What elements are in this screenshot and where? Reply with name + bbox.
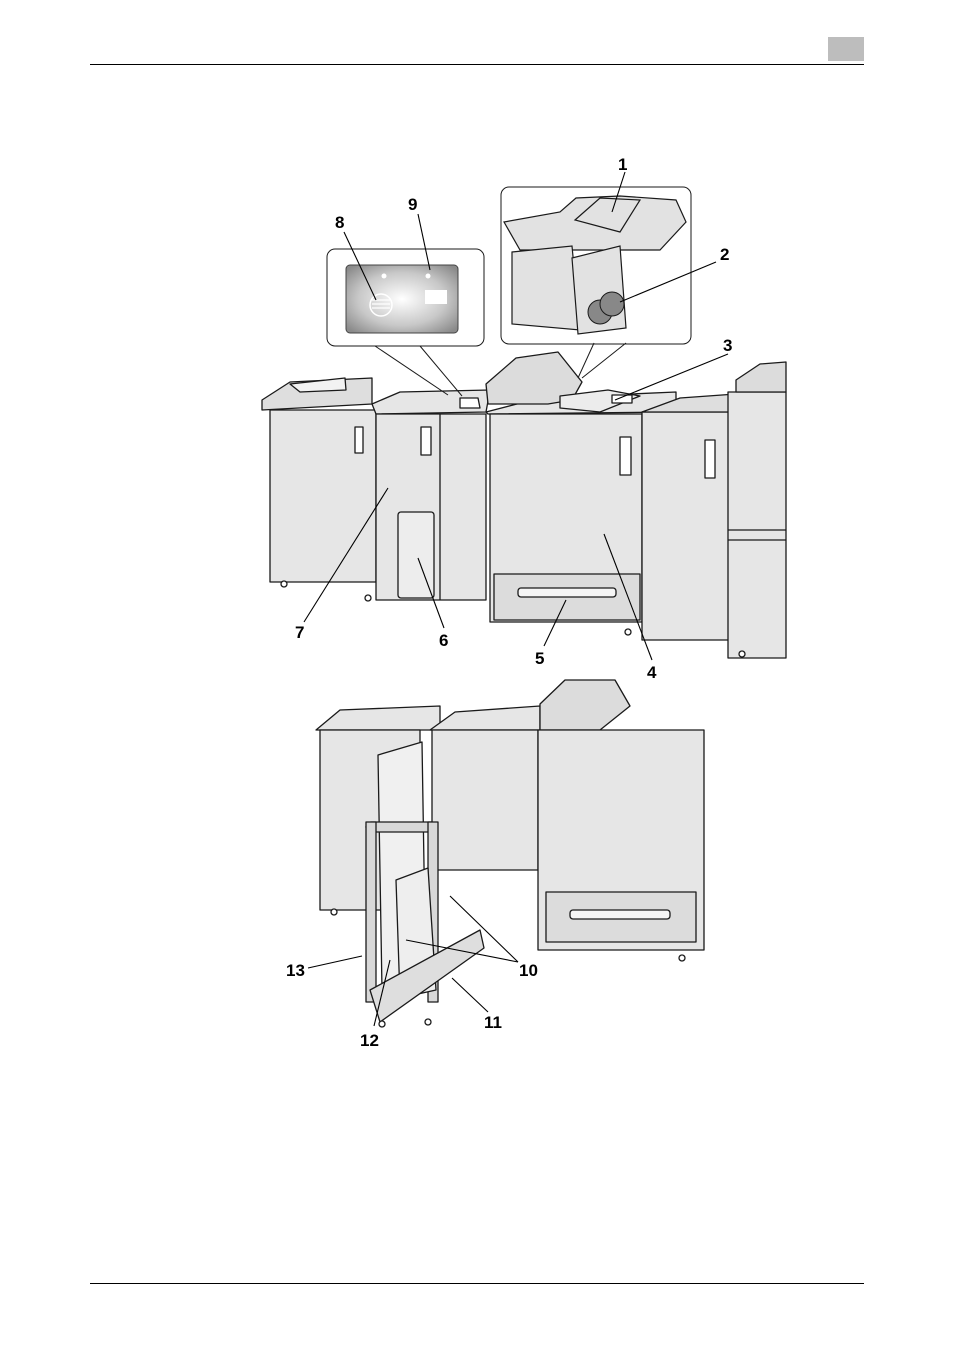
callout-12: 12 [360, 1031, 379, 1050]
callout-9: 9 [408, 195, 417, 214]
callout-7: 7 [295, 623, 304, 642]
callout-4: 4 [647, 663, 657, 682]
tray-icon [425, 290, 447, 304]
power-led-icon [382, 274, 387, 279]
callout-3: 3 [723, 336, 732, 355]
callout-6: 6 [439, 631, 448, 650]
status-led-icon [426, 274, 431, 279]
hood-detail-inset [501, 187, 691, 378]
top-machine-view [262, 352, 786, 658]
callout-1: 1 [618, 155, 627, 174]
callout-11: 11 [484, 1013, 502, 1032]
callout-5: 5 [535, 649, 544, 668]
control-panel-inset [327, 249, 484, 396]
bottom-machine-view [316, 680, 704, 1027]
callout-8: 8 [335, 213, 344, 232]
callout-2: 2 [720, 245, 729, 264]
callout-13: 13 [286, 961, 305, 980]
callout-10: 10 [519, 961, 538, 980]
